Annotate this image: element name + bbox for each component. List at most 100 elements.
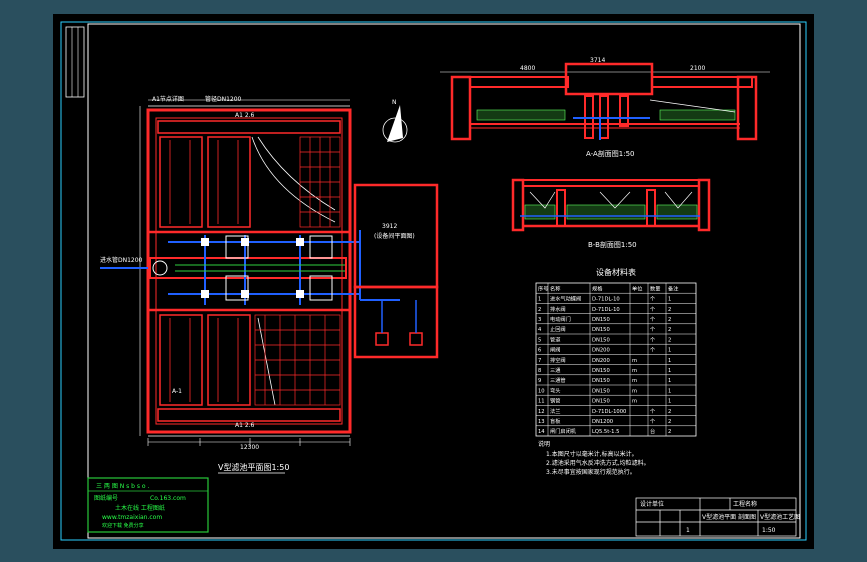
valve-symbols [201, 238, 304, 298]
table-cell: 1 [668, 399, 671, 405]
table-cell: m [632, 399, 637, 405]
title-drawing-name-2: V型滤池工艺图 [760, 513, 800, 521]
plan-section-mark: A-1 [172, 388, 182, 395]
table-cell: 1 [668, 368, 671, 374]
notes-line-3: 3.未尽事宜按国家现行规范执行。 [546, 468, 636, 476]
table-cell: 7 [538, 358, 541, 364]
table-cell: 3 [538, 317, 541, 323]
table-cell: DN150 [592, 399, 610, 405]
title-block [635, 497, 797, 537]
stamp-line-3: 土木在线 工程图纸 [115, 504, 165, 512]
filter-plan-view [100, 99, 439, 446]
table-cell: 2 [668, 307, 671, 313]
table-header-cell: 名称 [550, 284, 560, 292]
table-cell: 个 [650, 408, 656, 415]
section-a-dim-a: 4800 [520, 65, 535, 72]
table-cell: 盲板 [550, 417, 561, 425]
title-project: 工程名称 [733, 500, 757, 508]
table-cell: 闸阀 [550, 346, 560, 354]
title-scale: 1:50 [762, 527, 776, 534]
table-cell: D-71DL-1000 [592, 409, 626, 415]
table-cell: DN150 [592, 388, 610, 394]
north-arrow [382, 105, 408, 143]
table-cell: 个 [650, 336, 656, 343]
section-a-dim-b: 3714 [590, 57, 605, 64]
table-cell: DN200 [592, 348, 610, 354]
table-cell: 1 [668, 348, 671, 354]
table-cell: DN150 [592, 337, 610, 343]
table-cell: m [632, 388, 637, 394]
table-title: 设备材料表 [596, 267, 636, 277]
section-a-title: A-A剖面图1:50 [586, 149, 635, 158]
table-cell: 个 [650, 306, 656, 313]
table-cell: 13 [538, 419, 545, 425]
section-a-a [440, 62, 770, 141]
plan-note-top-left: A1节点详图 [152, 95, 184, 103]
table-cell: 三通 [550, 366, 561, 374]
table-cell: 闸门启闭机 [550, 427, 577, 435]
table-cell: 2 [668, 327, 671, 333]
table-cell: 2 [668, 409, 671, 415]
table-cell: 6 [538, 348, 541, 354]
table-cell: 8 [538, 368, 541, 374]
table-cell: 1 [668, 358, 671, 364]
table-header-cell: 单位 [632, 284, 642, 292]
stamp-line-4: www.tmzaixian.com [102, 514, 162, 521]
table-cell: 个 [650, 326, 656, 333]
table-cell: 三通管 [550, 376, 566, 384]
stamp-line-2-right: Co.163.com [150, 495, 186, 502]
table-cell: 2 [668, 317, 671, 323]
table-cell: 2 [668, 337, 671, 343]
plan-pipe-label: 进水管DN1200 [100, 256, 143, 264]
notes-line-2: 2.滤池采用气水反冲洗方式,均粒滤料。 [546, 459, 650, 467]
table-cell: DN1200 [592, 419, 613, 425]
table-cell: 个 [650, 418, 656, 425]
table-cell: 2 [668, 419, 671, 425]
room-label: 3912 [382, 223, 397, 230]
outer-frame [60, 21, 807, 541]
table-header-cell: 备注 [668, 284, 678, 292]
binding-strip [65, 26, 85, 98]
table-cell: 个 [650, 316, 656, 323]
table-cell: DN200 [592, 358, 610, 364]
table-cell: 个 [650, 347, 656, 354]
watermark-stamp [87, 477, 209, 533]
table-cell: 1 [668, 388, 671, 394]
table-cell: 排水阀 [550, 305, 566, 313]
table-cell: 10 [538, 388, 545, 394]
plan-note-bottom: A1 2.6 [235, 422, 255, 429]
table-header-cell: 规格 [592, 284, 603, 292]
plan-dimension-bottom: 12300 [240, 444, 259, 451]
table-cell: DN150 [592, 368, 610, 374]
table-cell: 4 [538, 327, 542, 333]
table-cell: DN150 [592, 317, 610, 323]
notes-heading: 说明 [538, 440, 550, 448]
central-pipe-gallery [146, 230, 352, 312]
table-cell: m [632, 368, 637, 374]
table-cell: DN150 [592, 378, 610, 384]
table-cell: 止回阀 [550, 325, 566, 333]
table-cell: 5 [538, 337, 541, 343]
table-cell: 个 [650, 296, 656, 303]
table-outline [535, 282, 697, 437]
table-cell: D-71DL-10 [592, 297, 620, 303]
drawing-frame [87, 23, 801, 539]
section-b-title: B-B剖面图1:50 [588, 240, 637, 249]
notes-line-1: 1.本图尺寸以毫米计,标高以米计。 [546, 450, 638, 458]
section-b-b [511, 178, 711, 232]
table-cell: 1 [668, 297, 671, 303]
table-cell: 排空阀 [550, 356, 566, 364]
table-cell: 1 [668, 378, 671, 384]
table-cell: DN150 [592, 327, 610, 333]
table-cell: m [632, 358, 637, 364]
table-cell: 9 [538, 378, 541, 384]
table-cell: 进水气动蝶阀 [550, 295, 581, 303]
table-cell: 12 [538, 409, 545, 415]
plan-view-title: V型滤池平面图1:50 [218, 462, 289, 472]
stamp-line-1: 三 两 图 N s b s o . [96, 483, 149, 490]
table-cell: 1 [538, 297, 541, 303]
stamp-line-5: 欢迎下载 免费分享 [102, 522, 144, 529]
table-header-cell: 序号 [538, 284, 548, 292]
